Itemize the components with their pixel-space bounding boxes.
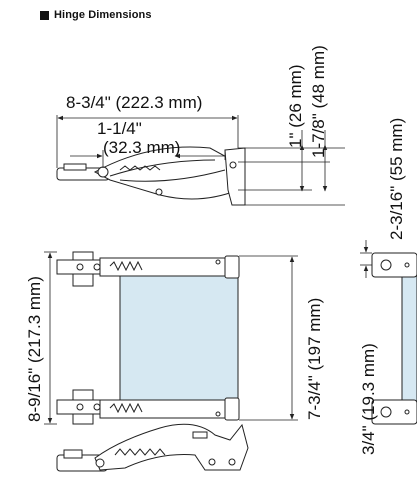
- side-view-hinge: [56, 146, 246, 206]
- hinge-bottom: [56, 389, 240, 425]
- section-header: Hinge Dimensions: [40, 9, 152, 21]
- dim-overall-length: 8-3/4" (222.3 mm): [66, 93, 202, 112]
- top-dimension-lines: [56, 115, 345, 206]
- dim-outer-width: 8-9/16" (217.3 mm): [25, 276, 44, 422]
- dim-arm-offset-mm: (32.3 mm): [103, 138, 180, 157]
- dim-height-55: 2-3/16" (55 mm): [387, 118, 406, 240]
- middle-dimension-lines: [44, 251, 298, 425]
- dim-clearance-26: 1" (26 mm): [286, 65, 305, 149]
- open-view-hinge: [56, 423, 249, 472]
- square-bullet-icon: [40, 10, 49, 20]
- front-view-partial: [371, 252, 417, 425]
- right-dimension-lines: [360, 240, 372, 278]
- dim-inner-width: 7-3/4" (197 mm): [305, 298, 324, 420]
- dim-arm-offset-in: 1-1/4": [97, 119, 142, 138]
- section-title: Hinge Dimensions: [54, 9, 152, 21]
- hinge-top: [56, 251, 240, 287]
- door-panel: [119, 264, 239, 416]
- dim-clearance-48: 1-7/8" (48 mm): [309, 45, 328, 158]
- dim-edge-offset: 3/4" (19.3 mm): [359, 343, 378, 455]
